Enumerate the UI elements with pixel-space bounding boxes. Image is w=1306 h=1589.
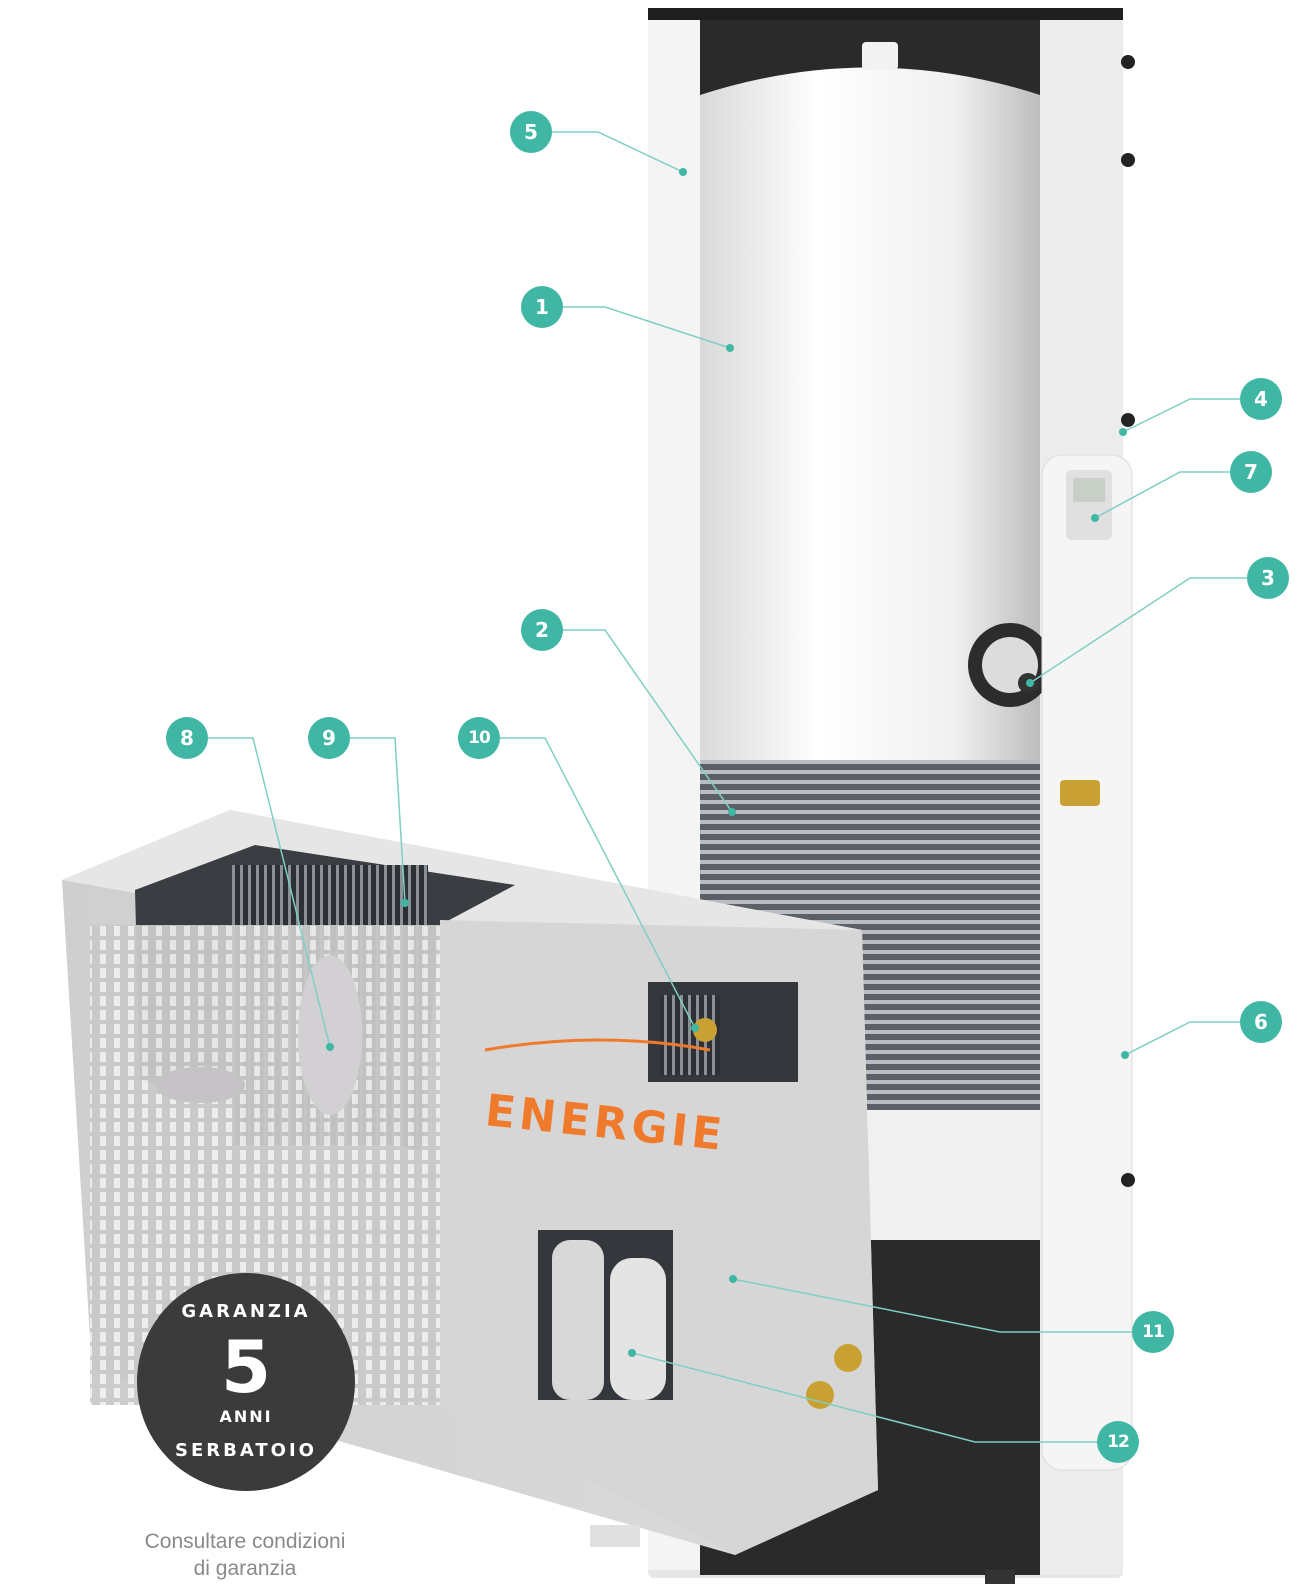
callout-6: 6 — [1240, 1001, 1282, 1043]
badge-top-text: GARANZIA — [181, 1301, 311, 1322]
callout-8: 8 — [166, 717, 208, 759]
warranty-note-line-2: di garanzia — [193, 1557, 297, 1580]
callout-2: 2 — [521, 609, 563, 651]
callout-7: 7 — [1230, 451, 1272, 493]
badge-years: 5 — [220, 1325, 272, 1409]
callout-4: 4 — [1240, 378, 1282, 420]
warranty-note: Consultare condizioni di garanzia — [100, 1528, 390, 1582]
callout-3: 3 — [1247, 557, 1289, 599]
callout-9: 9 — [308, 717, 350, 759]
callout-5: 5 — [510, 111, 552, 153]
badge-unit: ANNI — [219, 1407, 273, 1426]
warranty-badge: GARANZIA 5 ANNI SERBATOIO — [137, 1273, 355, 1491]
callout-11: 11 — [1132, 1311, 1174, 1353]
callout-12: 12 — [1097, 1421, 1139, 1463]
badge-bottom-text: SERBATOIO — [175, 1440, 317, 1461]
outdoor-unit: ENERGIE — [62, 810, 878, 1555]
callout-10: 10 — [458, 717, 500, 759]
leader-lines — [208, 131, 1247, 1443]
callout-1: 1 — [521, 286, 563, 328]
warranty-note-line-1: Consultare condizioni — [144, 1530, 346, 1553]
leader-dots — [326, 168, 1129, 1357]
